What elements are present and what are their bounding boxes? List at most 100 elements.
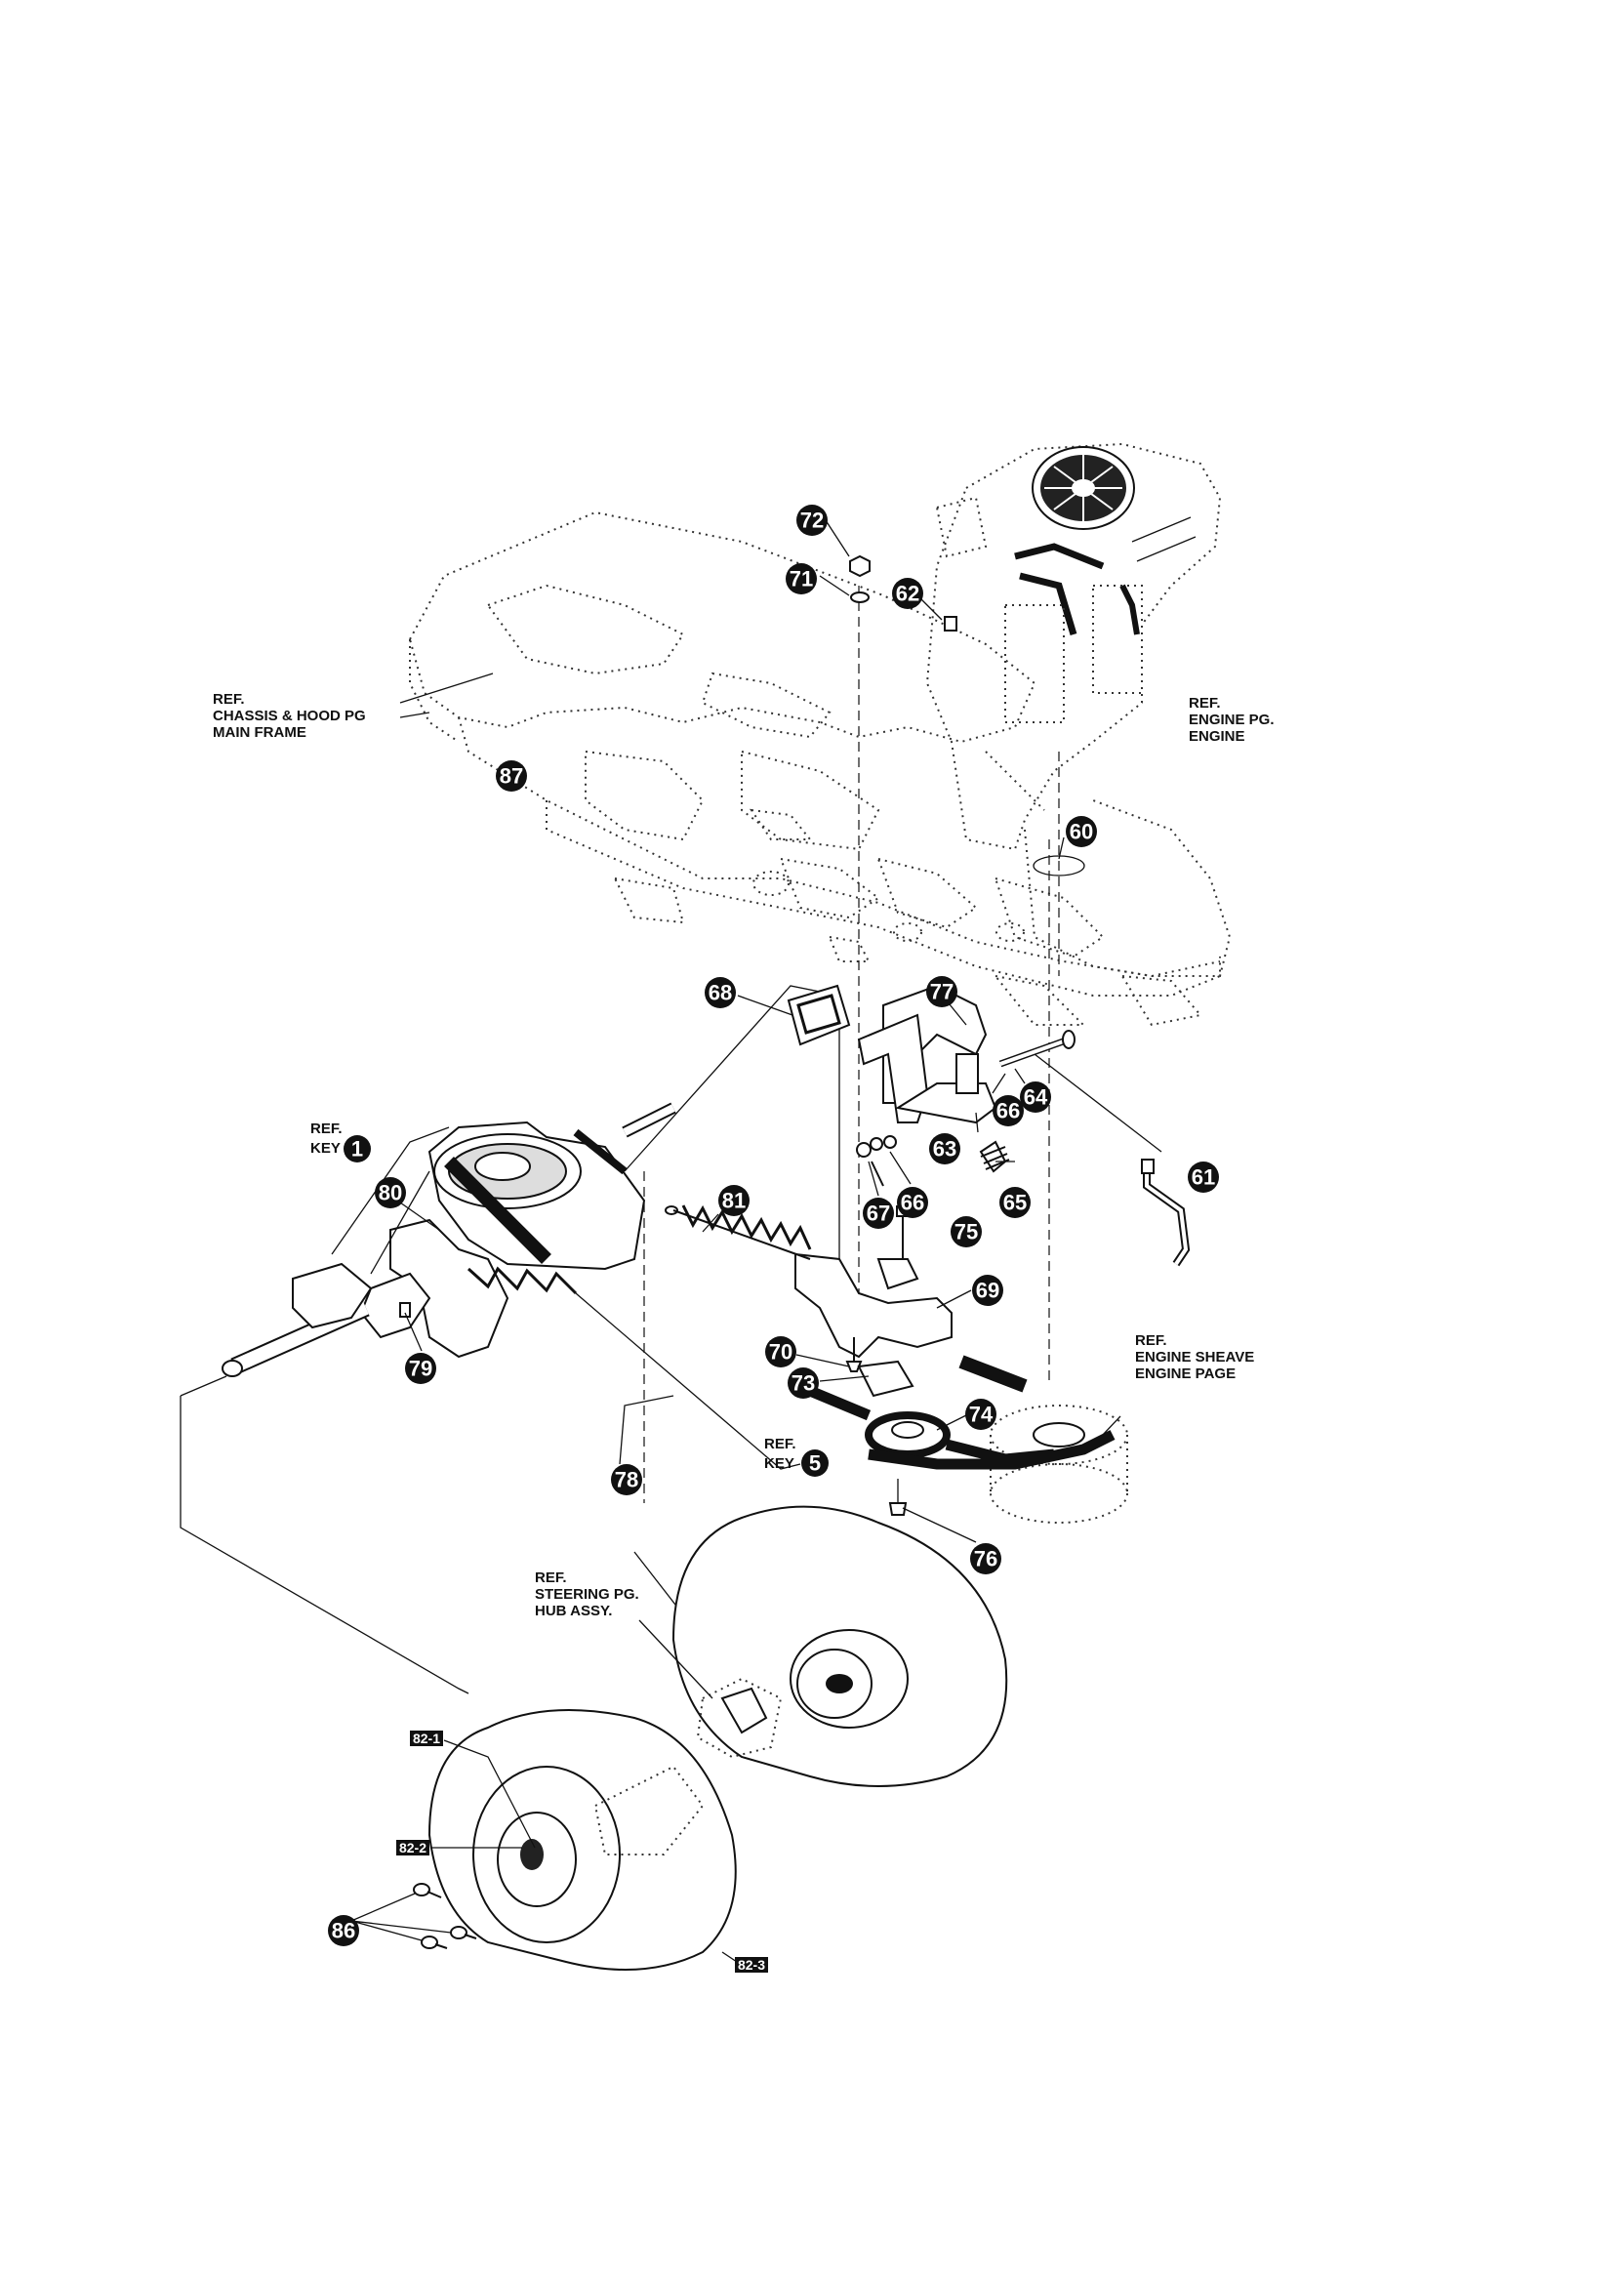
ref-steering-label: REF. STEERING PG. HUB ASSY. xyxy=(535,1570,639,1619)
svg-text:81: 81 xyxy=(722,1189,746,1213)
ref-sheave-line-2: ENGINE SHEAVE xyxy=(1135,1349,1254,1366)
bracket-assembly xyxy=(787,984,1076,1124)
idler-pulley-belt xyxy=(807,1355,1116,1516)
ref-chassis-label: REF. CHASSIS & HOOD PG MAIN FRAME xyxy=(213,691,366,741)
svg-text:66: 66 xyxy=(901,1191,924,1215)
ref-chassis-line-3: MAIN FRAME xyxy=(213,724,306,741)
ref-sheave-line-3: ENGINE PAGE xyxy=(1135,1366,1236,1382)
callout-64: 64 xyxy=(1020,1081,1051,1113)
callout-68: 68 xyxy=(705,977,736,1008)
callout-72: 72 xyxy=(796,505,828,536)
svg-text:62: 62 xyxy=(896,582,919,606)
ref-key1-marker: 1 xyxy=(344,1135,371,1162)
idler-bracket xyxy=(794,1252,953,1372)
callout-63: 63 xyxy=(929,1133,960,1164)
callout-60: 60 xyxy=(1066,816,1097,847)
callout-76: 76 xyxy=(970,1543,1001,1574)
svg-text:82-1: 82-1 xyxy=(413,1731,440,1746)
tag-82-1: 82-1 xyxy=(410,1731,443,1746)
svg-text:82-2: 82-2 xyxy=(399,1840,426,1855)
callout-markers: 72 71 62 87 60 68 77 64 66 81 63 61 80 6… xyxy=(328,505,1219,1946)
ref-key1-label: REF. KEY xyxy=(310,1121,343,1157)
ref-key1-line-1: REF. xyxy=(310,1121,343,1137)
leader-lines xyxy=(350,516,1121,1963)
svg-text:79: 79 xyxy=(409,1357,432,1381)
svg-text:72: 72 xyxy=(800,509,824,533)
lug-bolts xyxy=(413,1883,477,1949)
hub-assembly xyxy=(696,1677,783,1759)
callout-65: 65 xyxy=(999,1187,1031,1218)
part-tags: 82-1 82-2 82-3 xyxy=(396,1731,768,1973)
callout-86: 86 xyxy=(328,1915,359,1946)
svg-text:64: 64 xyxy=(1024,1085,1048,1110)
callout-70: 70 xyxy=(765,1336,796,1367)
svg-text:78: 78 xyxy=(615,1468,638,1492)
ref-key5-line-1: REF. xyxy=(764,1436,796,1452)
callout-61: 61 xyxy=(1188,1162,1219,1193)
callout-77: 77 xyxy=(926,976,957,1007)
rear-wheel-left xyxy=(427,1709,737,1971)
svg-text:68: 68 xyxy=(709,981,732,1005)
svg-text:5: 5 xyxy=(809,1451,821,1476)
ref-chassis-line-2: CHASSIS & HOOD PG xyxy=(213,708,366,724)
ref-steering-line-1: REF. xyxy=(535,1570,567,1586)
spring-81 xyxy=(665,1204,812,1260)
ref-engine-line-1: REF. xyxy=(1189,695,1221,712)
svg-text:61: 61 xyxy=(1192,1165,1215,1190)
svg-text:71: 71 xyxy=(790,567,813,591)
engine-sheave-outline xyxy=(990,1405,1128,1524)
spring-small-parts xyxy=(856,1135,1010,1187)
svg-text:63: 63 xyxy=(933,1137,956,1162)
svg-text:75: 75 xyxy=(954,1220,978,1244)
transaxle-assembly xyxy=(222,1102,801,1470)
callout-66-lower: 66 xyxy=(897,1187,928,1218)
svg-text:77: 77 xyxy=(930,980,954,1004)
svg-text:60: 60 xyxy=(1070,820,1093,844)
ref-sheave-label: REF. ENGINE SHEAVE ENGINE PAGE xyxy=(1135,1332,1254,1382)
svg-text:74: 74 xyxy=(969,1403,994,1427)
ref-key5-label: REF. KEY xyxy=(764,1436,796,1472)
svg-text:70: 70 xyxy=(769,1340,792,1365)
callout-66-upper: 66 xyxy=(993,1095,1024,1126)
tag-82-2: 82-2 xyxy=(396,1840,429,1855)
ref-key1-line-2: KEY xyxy=(310,1140,341,1157)
svg-text:86: 86 xyxy=(332,1919,355,1943)
ref-engine-label: REF. ENGINE PG. ENGINE xyxy=(1189,695,1275,745)
ref-steering-line-2: STEERING PG. xyxy=(535,1586,639,1603)
svg-text:1: 1 xyxy=(351,1137,363,1162)
tag-82-3: 82-3 xyxy=(735,1957,768,1973)
callout-79: 79 xyxy=(405,1353,436,1384)
svg-text:82-3: 82-3 xyxy=(738,1957,765,1973)
ref-engine-line-2: ENGINE PG. xyxy=(1189,712,1275,728)
svg-text:66: 66 xyxy=(996,1099,1020,1123)
engine-outline xyxy=(925,442,1232,1386)
svg-text:87: 87 xyxy=(500,764,523,789)
svg-text:80: 80 xyxy=(379,1181,402,1205)
callout-62: 62 xyxy=(892,578,923,609)
ref-sheave-line-1: REF. xyxy=(1135,1332,1167,1349)
main-frame-outline xyxy=(408,510,1221,1027)
callout-73: 73 xyxy=(788,1367,819,1399)
svg-text:65: 65 xyxy=(1003,1191,1027,1215)
callout-74: 74 xyxy=(965,1399,996,1430)
callout-67: 67 xyxy=(863,1198,894,1229)
ref-chassis-line-1: REF. xyxy=(213,691,245,708)
svg-text:69: 69 xyxy=(976,1279,999,1303)
callout-80: 80 xyxy=(375,1177,406,1208)
ref-engine-line-3: ENGINE xyxy=(1189,728,1245,745)
callout-87: 87 xyxy=(496,760,527,792)
callout-75: 75 xyxy=(951,1216,982,1247)
callout-69: 69 xyxy=(972,1275,1003,1306)
svg-text:76: 76 xyxy=(974,1547,997,1571)
ref-key5-line-2: KEY xyxy=(764,1455,794,1472)
engine-fan-icon xyxy=(1040,455,1126,521)
rod-part-61 xyxy=(1141,1159,1191,1267)
washer-nut-parts xyxy=(849,554,957,632)
svg-text:67: 67 xyxy=(867,1202,890,1226)
alignment-lines xyxy=(624,586,1162,1503)
rear-wheel-right xyxy=(671,1505,1008,1787)
callout-81: 81 xyxy=(718,1185,750,1216)
ref-key5-marker: 5 xyxy=(801,1449,829,1477)
callout-78: 78 xyxy=(611,1464,642,1495)
